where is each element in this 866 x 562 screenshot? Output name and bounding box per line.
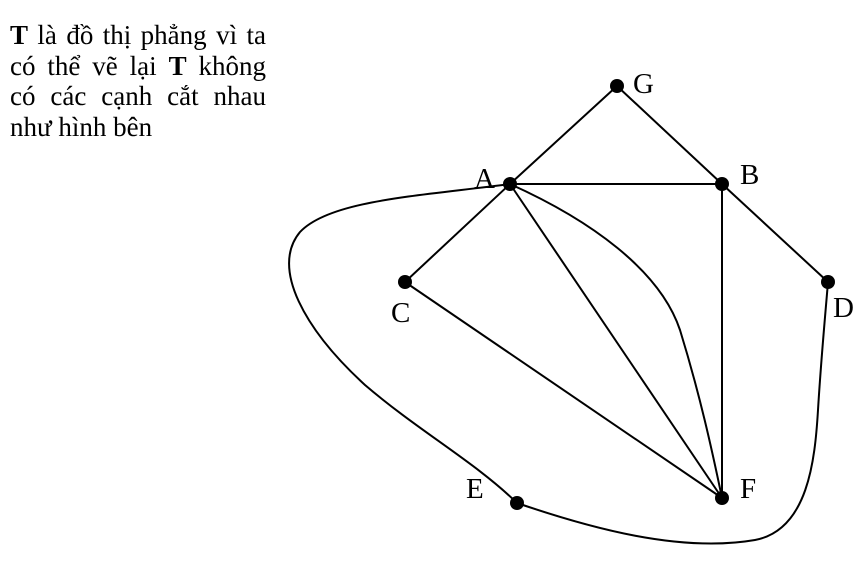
graph-edges [288, 85, 829, 545]
edge-e-d-curved [516, 281, 829, 545]
caption-part-1: là đồ thị phẳng vì ta có thể vẽ lại [10, 20, 266, 81]
label-e: E [466, 473, 484, 505]
edge-g-a [509, 85, 618, 185]
vertex-c [398, 275, 412, 289]
edge-a-f-straight [509, 183, 723, 499]
caption-text: T là đồ thị phẳng vì ta có thể vẽ lại T … [10, 20, 266, 142]
vertex-f [715, 491, 729, 505]
vertex-e [510, 496, 524, 510]
vertex-a [503, 177, 517, 191]
graph-labels: G A B C D E F [391, 68, 854, 505]
caption-graph-name: T [10, 20, 29, 50]
vertex-b [715, 177, 729, 191]
graph-vertices [398, 79, 835, 510]
label-g: G [633, 68, 654, 100]
label-d: D [833, 292, 854, 324]
edge-g-b [616, 85, 723, 185]
edge-a-e-curved [288, 183, 518, 504]
caption-graph-name-2: T [168, 50, 187, 81]
edge-c-f [404, 281, 723, 499]
label-a: A [474, 163, 495, 195]
edge-b-d [721, 183, 829, 283]
caption-part-2: không có các cạnh cắt nhau như hình bên [10, 50, 266, 142]
label-b: B [740, 159, 759, 191]
vertex-d [821, 275, 835, 289]
label-c: C [391, 297, 410, 329]
edge-a-c [404, 183, 511, 283]
label-f: F [740, 473, 756, 505]
edge-a-f-curved [509, 183, 723, 499]
vertex-g [610, 79, 624, 93]
